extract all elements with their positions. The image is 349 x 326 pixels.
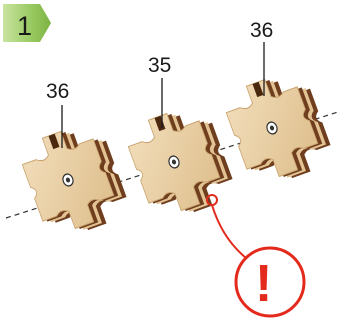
axle-hole-center	[171, 159, 177, 165]
part-number-middle: 35	[148, 54, 171, 77]
axle-hole-center	[65, 177, 71, 183]
warning-icon: !	[234, 246, 306, 318]
gear-part-middle	[121, 103, 239, 222]
warning-leader-line	[211, 204, 247, 259]
step-number: 1	[17, 11, 32, 41]
warning-symbol: !	[255, 255, 272, 313]
step-badge: 1	[3, 4, 51, 42]
gear-part-left	[15, 121, 133, 240]
gear-slot	[48, 133, 60, 150]
gear-slot	[154, 115, 166, 132]
gear-slot	[252, 81, 264, 98]
part-number-left: 36	[46, 80, 69, 103]
axle-hole-center	[269, 125, 275, 131]
warning-circle	[234, 246, 306, 318]
part-number-right: 36	[250, 19, 273, 42]
step-badge-shape	[3, 4, 51, 42]
gear-part-right	[219, 69, 337, 188]
